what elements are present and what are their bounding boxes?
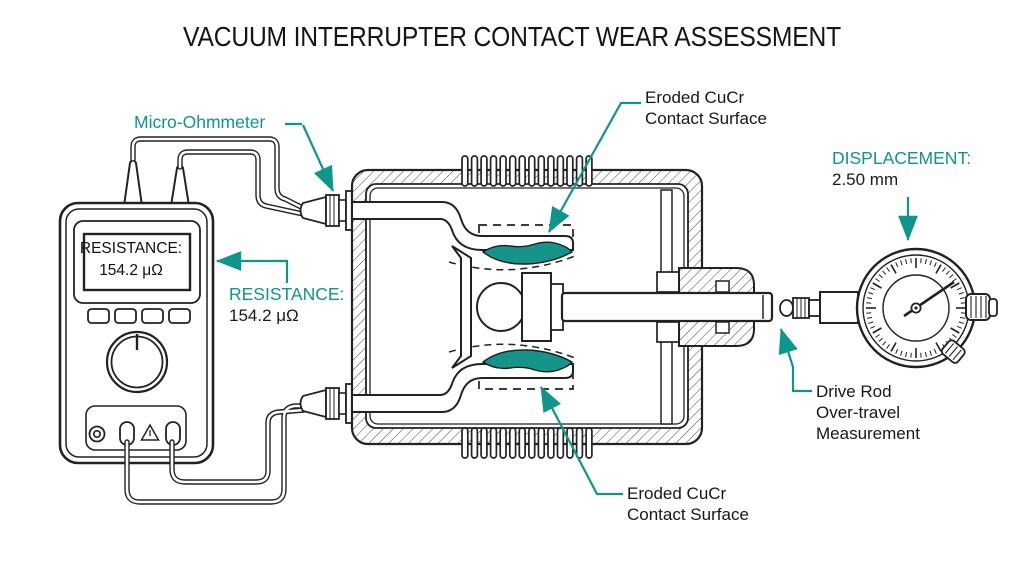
upper-conductor-arm [351, 201, 574, 251]
page-title: VACUUM INTERRUPTER CONTACT WEAR ASSESSME… [183, 21, 841, 52]
plunger [808, 299, 821, 317]
micro-ohmmeter-label: Micro-Ohmmeter [134, 112, 266, 132]
eroded-contact-bottom [481, 349, 574, 373]
rotary-dial [105, 330, 169, 394]
resistance-callout-label: RESISTANCE: [229, 284, 345, 304]
displacement-value: 2.50 mm [832, 170, 899, 189]
function-buttons [87, 308, 191, 324]
eroded-top-label-line2: Contact Surface [645, 109, 767, 128]
probe-ball-tip [779, 299, 794, 317]
display-screen [82, 232, 192, 292]
input-ports [88, 421, 181, 446]
kelvin-connector-bottom [299, 383, 355, 424]
dial-indicator [779, 247, 998, 369]
meter-display-line2: 154.2 μΩ [99, 262, 163, 279]
bushing-bolt-bottom [715, 321, 730, 334]
probe-knurl [792, 297, 810, 319]
eroded-top-label-line1: Eroded CuCr [645, 88, 745, 107]
kelvin-connector-top [299, 190, 355, 231]
bushing-bolt-top [715, 280, 730, 293]
ceramic-fins-bottom [461, 427, 593, 459]
leader-eroded-bottom [540, 386, 623, 496]
eroded-bottom-label-line1: Eroded CuCr [627, 484, 727, 503]
eroded-bottom-label-line2: Contact Surface [627, 505, 749, 524]
drive-rod-label-line1: Drive Rod [816, 382, 892, 401]
movable-contact-assembly [451, 245, 564, 369]
displacement-label: DISPLACEMENT: [832, 148, 972, 168]
leader-eroded-top [548, 101, 641, 233]
stem-barrel [819, 291, 859, 324]
meter-display-line1: RESISTANCE: [79, 240, 183, 257]
micro-ohmmeter-device [58, 159, 215, 465]
leader-drive-rod [778, 327, 812, 393]
drive-rod-label-line3: Measurement [816, 424, 920, 443]
probe-right [169, 164, 191, 207]
test-leads [124, 136, 307, 505]
leader-micro-ohmmeter [301, 124, 335, 193]
leader-lines [215, 101, 918, 496]
port-panel [85, 405, 187, 451]
drive-rod-label-line2: Over-travel [816, 403, 901, 422]
bottom-knob [940, 339, 966, 364]
leader-resistance [215, 251, 289, 283]
original-contact-outline-top [478, 224, 574, 248]
drive-rod [560, 291, 774, 323]
eroded-contact-top [481, 241, 574, 265]
resistance-callout-value: 154.2 μΩ [229, 306, 299, 325]
ceramic-fins-top [461, 155, 593, 187]
probe-left [122, 159, 144, 207]
vacuum-interrupter [350, 155, 774, 459]
lower-conductor-arm [351, 363, 574, 413]
side-knob [965, 293, 998, 321]
warning-icon [140, 423, 160, 441]
